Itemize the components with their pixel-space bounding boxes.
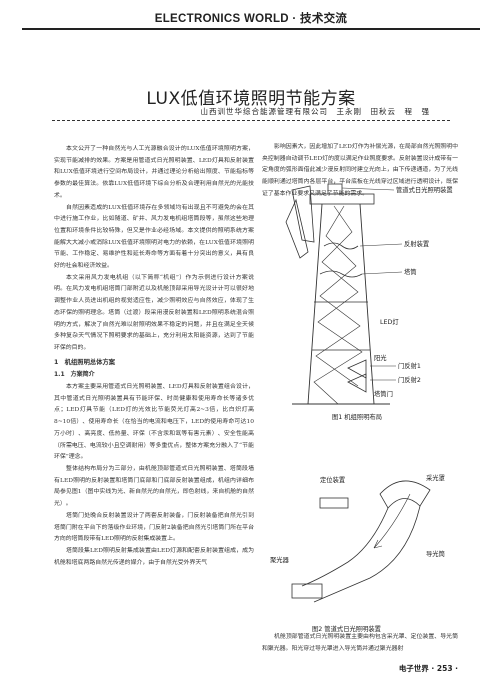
nacelle-outline [309,193,375,205]
blade-shape-2 [285,198,309,259]
right-column-bottom: 机舱顶部管道式日光照明装置主要由构包含采光罩、定位装置、导光筒和聚光器。阳光穿过… [262,632,458,655]
figure2-label-dome: 采光罩 [426,473,445,482]
leader-line [359,243,403,247]
locator-shape [319,497,349,509]
body-paragraph: 塔筒门处晚合反射装置设计了两套反射装备，门反射装备把自然光引到塔筒门附在平台下的… [54,512,254,543]
light-arrow [373,493,411,549]
section-heading: 1.1 方案简介 [54,371,95,379]
figure-1-drawing: 管道式日光照明装置 反射装置 塔筒 LED灯 阳光 门反射1 门反射2 塔筒门 [285,183,453,405]
figure2-label-locator: 定位装置 [320,475,345,484]
leader-line [341,187,395,191]
figure2-label-pipe: 导光筒 [426,549,445,558]
figure1-label-led: LED灯 [380,317,399,326]
figure1-label-tower: 塔筒 [404,267,417,276]
figure2-label-concentrator: 聚光器 [270,555,290,564]
body-paragraph: 自然因素造成的LUX低值环境存在多领域均有出现且不可避免的会在其中进行施工作业，… [54,204,254,270]
figure1-label-door2: 门反射2 [398,375,421,384]
title-divider [52,120,450,121]
blade-shape [291,185,315,243]
article-title: LUX低值环境照明节能方案 [146,89,356,109]
section-heading: 1 机组照明总体方案 [54,358,116,366]
header-rule [22,28,480,30]
figure-2-drawing: 定位装置 采光罩 导光筒 聚光器 [270,473,445,603]
article-authors: 山西训世华综合能源管理有限公司 王永刚 田秋云 程 强 [200,107,430,116]
page-footer: 电子世界 · 253 · [398,664,458,673]
figure1-label-door1: 门反射1 [398,361,421,370]
body-paragraph: 机舱顶部管道式日光照明装置主要由构包含采光罩、定位装置、导光筒和聚光器。阳光穿过… [262,634,458,652]
light-path [313,205,363,405]
left-column: 本文公开了一种自然光与人工光源融合设计的LUX低值环境照明方案，实现节能减排的效… [54,144,254,569]
figure1-label-top: 管道式日光照明装置 [396,185,453,194]
door-reflector-1 [347,359,367,379]
light-path [315,205,361,387]
figure1-label-sun: 阳光 [374,353,387,362]
leader-line [361,271,403,275]
figure1-label-reflector: 反射装置 [404,239,429,248]
figure-2: 定位装置 采光罩 导光筒 聚光器 [262,466,462,622]
body-paragraph: 本方案主要采用管道式日光照明装置、LED灯具和反射装置组合设计，其中管道式日光照… [54,384,254,461]
body-paragraph: 整体结构布局分为三部分，由机舱顶部管道式日光照明装置、塔筒段墙有LED照明的反射… [54,465,254,508]
body-paragraph: 塔筒段集LED照明反射集成装置由LED灯源和配套反射装置组成，成为机舱和塔底两路… [54,547,254,566]
figure-1: 管道式日光照明装置 反射装置 塔筒 LED灯 阳光 门反射1 门反射2 塔筒门 [262,182,462,410]
figure-2-caption: 图2 管道式日光照明装置 [312,626,381,633]
pipe-upper-edge [301,507,389,587]
reflector-shape [319,270,363,278]
pipe-lower-edge [313,505,421,603]
reflector-shape [323,242,359,250]
light-pipe-shape [327,183,343,195]
arrow-head [373,539,383,549]
door-reflector-2 [347,373,367,393]
figure1-label-tower-door: 塔筒门 [374,389,393,398]
body-paragraph: 本文采用风力发电机组（以下简称“机组”）作为示例进行设计方案说明。在风力发电机组… [54,274,254,351]
body-paragraph: 本文公开了一种自然光与人工光源融合设计的LUX低值环境照明方案，实现节能减排的效… [54,146,254,199]
figure-1-caption: 图1 机组照明布局 [332,414,383,421]
journal-header: ELECTRONICS WORLD · 技术交流 [154,13,348,25]
concentrator-shape [291,583,323,599]
tower-outline [307,203,375,405]
